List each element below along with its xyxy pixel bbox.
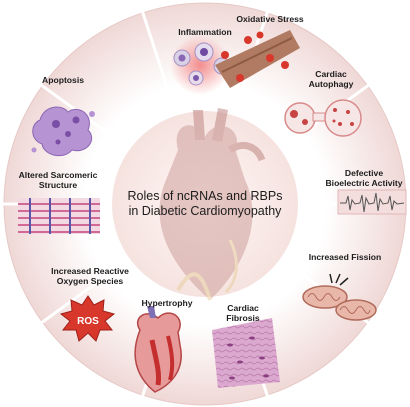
hypertrophic-heart-icon xyxy=(134,306,182,393)
label-oxidative-stress: Oxidative Stress xyxy=(236,14,304,24)
fibrotic-tissue-icon xyxy=(212,318,280,388)
autophagosome-icon xyxy=(284,99,362,137)
label-increased-ros: Increased Reactive Oxygen Species xyxy=(51,266,129,286)
label-inflammation: Inflammation xyxy=(178,27,232,37)
label-hypertrophy: Hypertrophy xyxy=(141,298,193,308)
segment-divider xyxy=(40,259,129,324)
apoptotic-cell-icon xyxy=(31,106,95,157)
segment-divider xyxy=(141,11,177,114)
mitochondria-fission-icon xyxy=(302,273,377,321)
label-apoptosis: Apoptosis xyxy=(41,75,84,85)
label-altered-sarcomeric-structure: Altered Sarcomeric Structure xyxy=(18,170,98,190)
label-cardiac-fibrosis: Cardiac Fibrosis xyxy=(226,303,260,323)
label-defective-bioelectric-activity: Defective Bioelectric Activity xyxy=(325,168,403,188)
label-increased-fission: Increased Fission xyxy=(308,252,382,262)
ecg-trace-icon xyxy=(337,189,407,215)
oxidative-stress-vessel-icon xyxy=(215,30,300,88)
ros-burst-icon: ROS xyxy=(59,295,116,342)
ros-badge-text: ROS xyxy=(77,316,99,327)
center-title: Roles of ncRNAs and RBPs in Diabetic Car… xyxy=(127,189,283,218)
label-cardiac-autophagy: Cardiac Autophagy xyxy=(308,69,354,89)
sarcomere-icon xyxy=(18,198,100,234)
central-heart-icon xyxy=(159,108,266,301)
